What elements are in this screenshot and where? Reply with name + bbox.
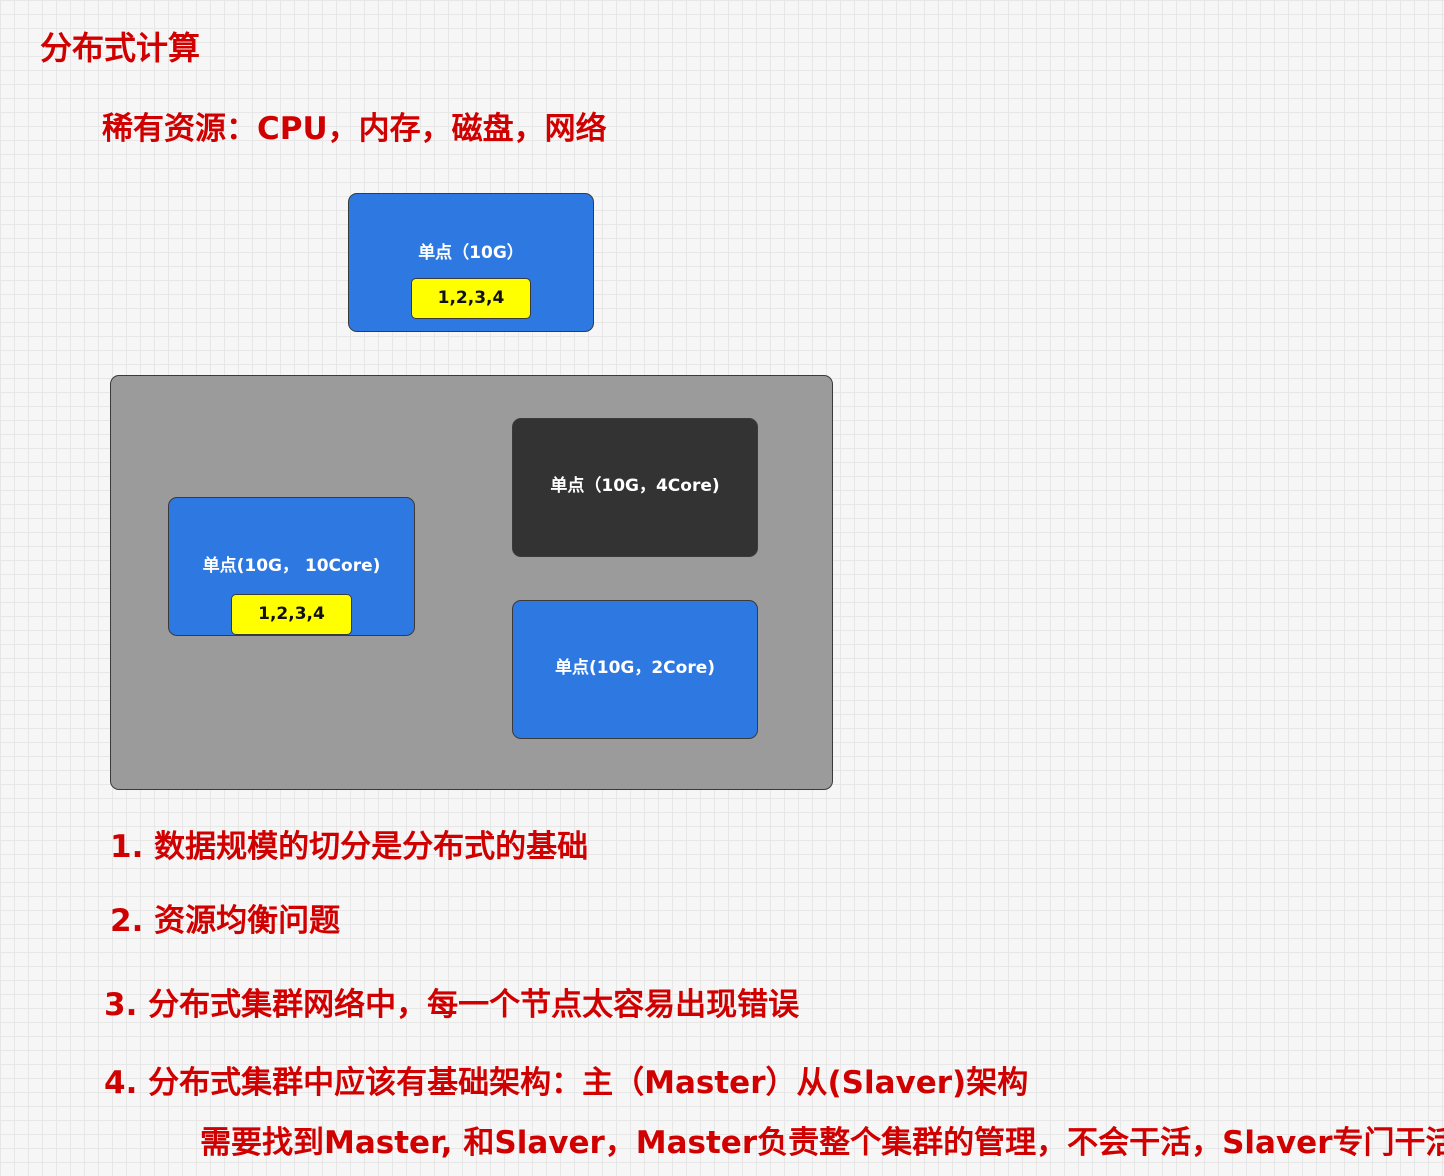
cluster-node-10core: 单点(10G， 10Core) 1,2,3,4 xyxy=(168,497,415,636)
node-2core-label: 单点(10G，2Core) xyxy=(554,658,716,678)
node-10core-data-tag: 1,2,3,4 xyxy=(231,594,352,635)
single-node-data-tag: 1,2,3,4 xyxy=(411,278,531,319)
point-4-detail-text: 需要找到Master, 和Slaver，Master负责整个集群的管理，不会干活… xyxy=(200,1125,1444,1161)
point-2-text: 2. 资源均衡问题 xyxy=(110,903,341,939)
page-title: 分布式计算 xyxy=(40,29,201,67)
single-node-box: 单点（10G） 1,2,3,4 xyxy=(348,193,594,332)
point-1-text: 1. 数据规模的切分是分布式的基础 xyxy=(110,829,589,865)
scarce-resources-text: 稀有资源：CPU，内存，磁盘，网络 xyxy=(102,111,607,147)
cluster-node-2core: 单点(10G，2Core) xyxy=(512,600,758,739)
cluster-node-4core: 单点（10G，4Core) xyxy=(512,418,758,557)
single-node-label: 单点（10G） xyxy=(418,243,524,263)
point-4-text: 4. 分布式集群中应该有基础架构：主（Master）从(Slaver)架构 xyxy=(104,1065,1029,1101)
node-4core-label: 单点（10G，4Core) xyxy=(550,476,720,496)
node-10core-label: 单点(10G， 10Core) xyxy=(202,556,381,576)
point-3-text: 3. 分布式集群网络中，每一个节点太容易出现错误 xyxy=(104,987,800,1023)
